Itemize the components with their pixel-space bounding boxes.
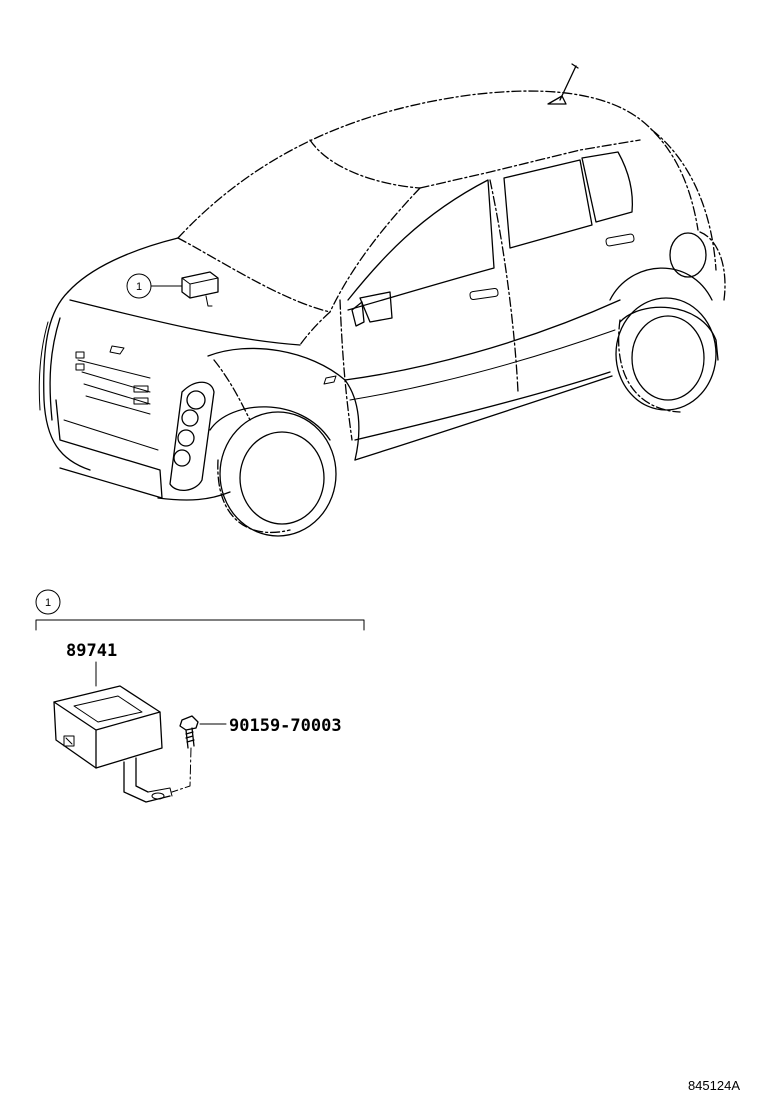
part-number-90159-70003: 90159-70003 <box>229 716 342 736</box>
vehicle-callout: 1 <box>126 273 152 299</box>
vehicle-callout-number: 1 <box>136 281 142 293</box>
vehicle-illustration <box>38 63 726 537</box>
control-module-icon <box>53 685 173 803</box>
part-number-89741: 89741 <box>66 641 117 661</box>
diagram-code: 845124A <box>688 1078 740 1093</box>
section-callout: 1 <box>35 589 61 615</box>
section-bracket <box>35 619 365 631</box>
section-callout-number: 1 <box>45 597 51 609</box>
bolt-icon <box>171 715 199 793</box>
